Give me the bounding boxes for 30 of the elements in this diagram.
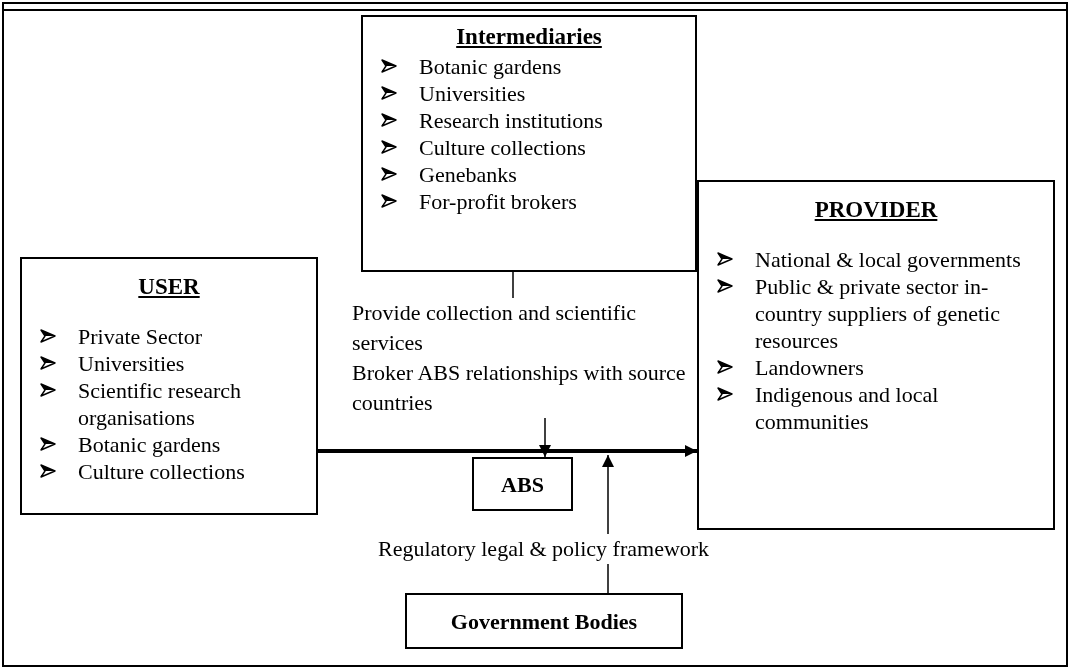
arrow [539,417,551,458]
list-item: Botanic gardens [419,53,562,80]
arrow [602,454,614,535]
list-item: Culture collections [78,458,245,485]
list-item: Research institutions [419,107,603,134]
label-box [405,593,683,649]
group-box [697,180,1055,530]
connector-line [512,271,514,299]
box-heading: Intermediaries [455,23,603,51]
list-item: Universities [419,80,526,107]
connector-line [607,563,609,594]
list-item: Landowners [755,354,864,381]
list-item: Indigenous and local communities [755,381,940,435]
label-box [472,457,573,511]
list-item: For-profit brokers [419,188,577,215]
box-heading: PROVIDER [813,196,939,224]
list-item: Culture collections [419,134,586,161]
list-item: National & local governments [755,246,1021,273]
box-label: ABS [501,470,544,499]
arrow [318,445,697,457]
list-item: Universities [78,350,185,377]
list-item: Private Sector [78,323,203,350]
box-label: Government Bodies [450,607,638,636]
list-item: Botanic gardens [78,431,221,458]
list-item: Genebanks [419,161,517,188]
list-item: Scientific research organisations [78,377,243,431]
box-heading: USER [137,273,201,301]
list-item: Public & private sector in-country suppliers of genetic resources [755,273,1001,354]
group-box [361,15,697,272]
group-box [20,257,318,515]
